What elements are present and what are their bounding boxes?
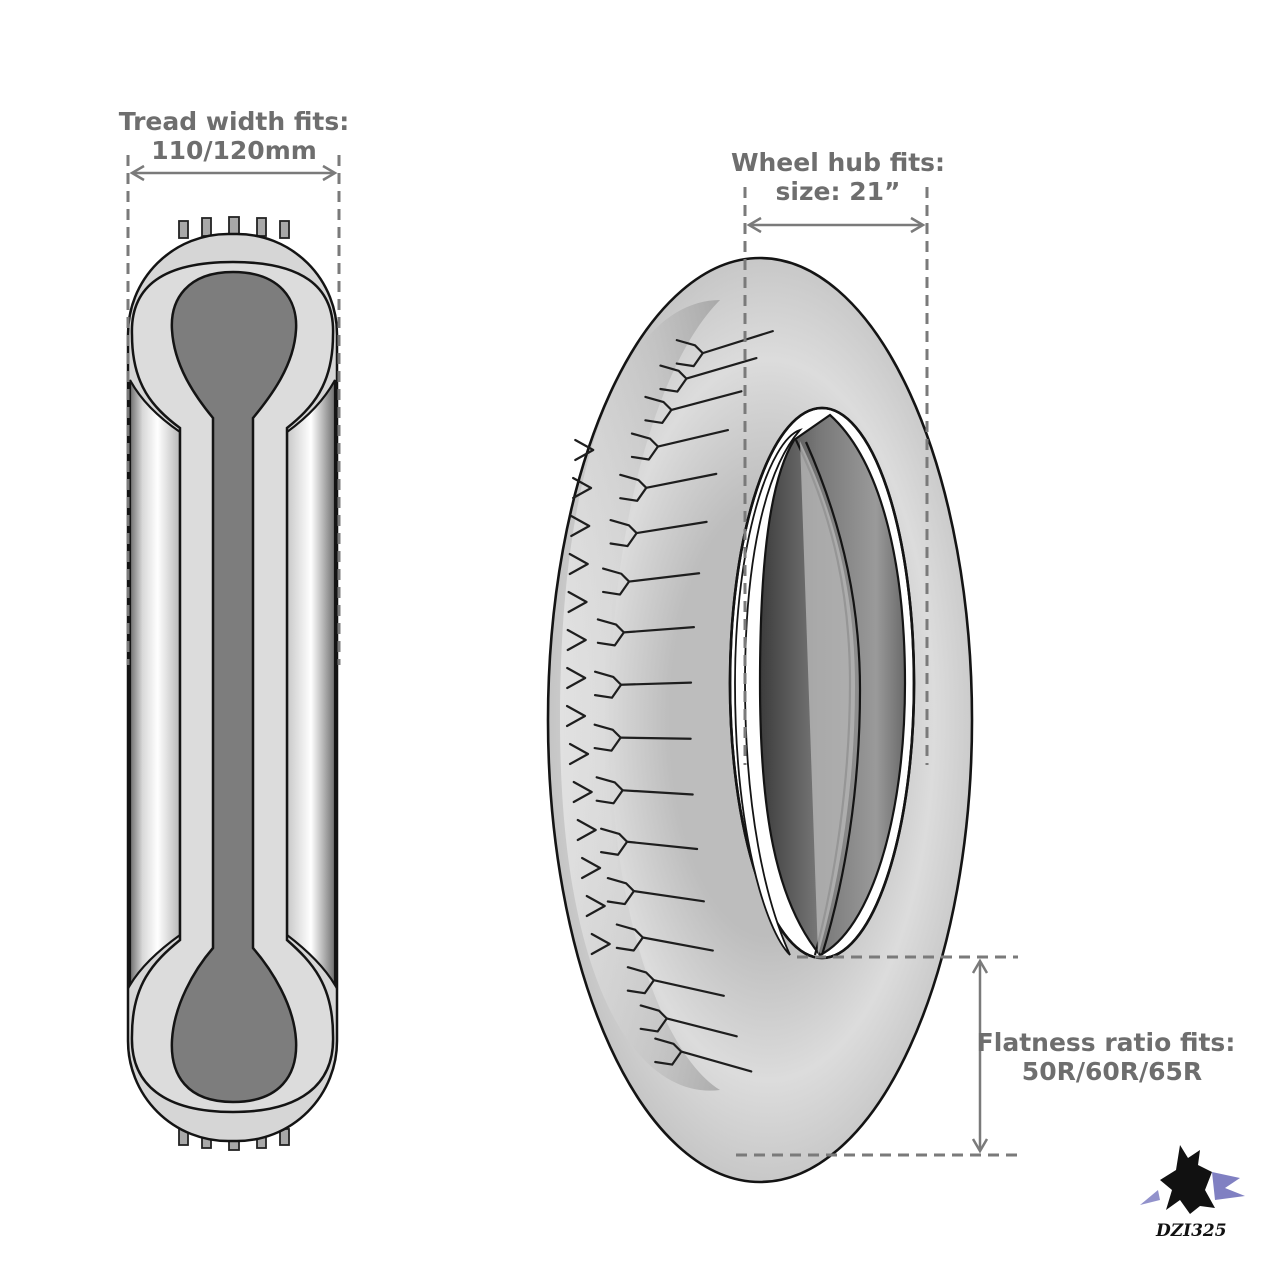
wheel-hub-title: Wheel hub fits: [731, 148, 945, 177]
tread-pattern [565, 330, 774, 1073]
tire-perspective [546, 256, 974, 1184]
tread-groove-7 [622, 626, 695, 634]
tread-edge-mark-13 [590, 932, 611, 956]
flatness-arrow [971, 958, 989, 1154]
tread-width-value: 110/120mm [151, 136, 317, 165]
tread-groove-5 [635, 520, 708, 535]
tread-edge-mark-8 [568, 742, 590, 766]
tread-groove-11 [625, 840, 699, 851]
tread-groove-14 [652, 979, 725, 997]
tread-edge-mark-11 [580, 856, 602, 880]
tire-cavity [170, 270, 298, 1104]
tread-groove-1 [685, 357, 758, 380]
tread-groove-16 [680, 1050, 753, 1073]
tread-groove-10 [621, 789, 694, 796]
flatness-ratio-title: Flatness ratio fits: [977, 1028, 1236, 1057]
tread-groove-8 [619, 681, 693, 686]
wheel-hub-dimension: Wheel hub fits: size: 21” [731, 148, 945, 765]
wheel-hub-opening [728, 406, 916, 960]
brand-watermark: DZI325 [1140, 1145, 1245, 1241]
tread-edge-mark-6 [566, 666, 587, 690]
tread-edge-mark-0 [574, 438, 595, 462]
tread-edge-mark-10 [576, 818, 597, 842]
tread-edge-mark-4 [567, 590, 588, 614]
tread-edge-mark-1 [571, 476, 593, 500]
tread-edge-mark-2 [570, 514, 591, 538]
tread-groove-0 [701, 330, 774, 355]
hub-arrow [746, 216, 926, 234]
wheel-hub-value: size: 21” [776, 177, 901, 206]
watermark-text: DZI325 [1155, 1221, 1227, 1241]
horse-head-logo-icon [1140, 1145, 1245, 1214]
tread-groove-12 [632, 889, 705, 903]
tread-groove-9 [619, 736, 692, 740]
right-sidewall [285, 379, 337, 989]
tread-groove-13 [641, 936, 714, 952]
tread-groove-15 [665, 1017, 738, 1038]
tread-groove-4 [645, 472, 718, 489]
left-sidewall [128, 379, 182, 989]
tread-studs-top [178, 216, 290, 239]
tread-groove-6 [627, 572, 701, 583]
tread-width-title: Tread width fits: [119, 107, 349, 136]
tread-edge-mark-5 [566, 628, 587, 652]
tread-edge-mark-3 [568, 552, 589, 576]
tread-width-arrow [129, 164, 338, 182]
tread-edge-mark-9 [572, 780, 593, 804]
tire-cross-section [126, 216, 339, 1151]
tread-edge-mark-12 [585, 894, 606, 918]
tread-groove-2 [670, 390, 743, 412]
tread-band-shading [560, 300, 720, 1091]
tread-width-dimension: Tread width fits: 110/120mm [119, 107, 349, 665]
tread-groove-3 [656, 429, 730, 448]
flatness-ratio-dimension: Flatness ratio fits: 50R/60R/65R [736, 955, 1236, 1157]
flatness-ratio-value: 50R/60R/65R [1022, 1057, 1202, 1086]
tread-edge-mark-7 [565, 704, 587, 728]
